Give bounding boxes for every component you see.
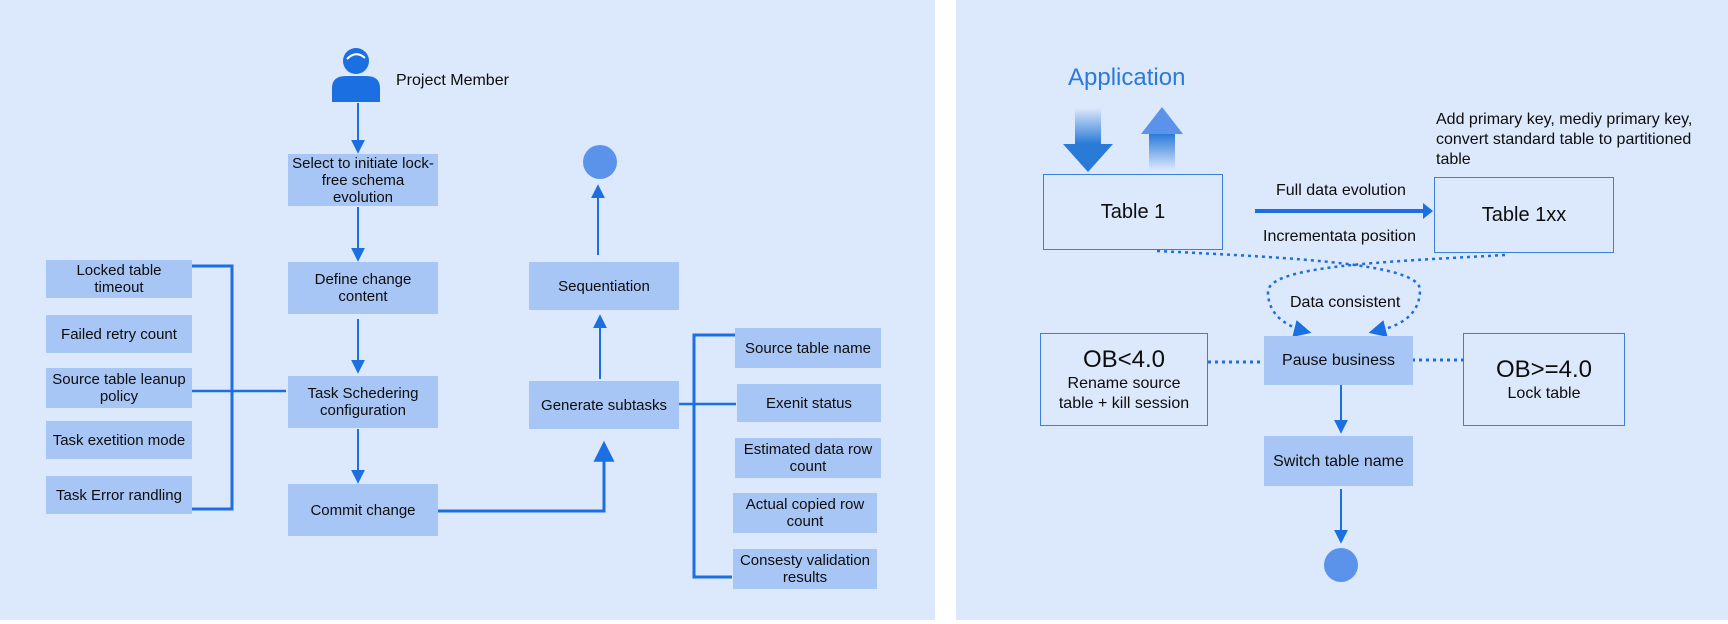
subtask-item: Source table name — [735, 328, 881, 368]
note-text: Add primary key, mediy primary key, conv… — [1436, 111, 1693, 168]
application-title: Application — [1068, 64, 1186, 91]
ob-lt-4-title: OB<4.0 — [1082, 345, 1166, 373]
flow-step-select: Select to initiate lock-free schema evol… — [288, 154, 438, 206]
user-icon — [330, 46, 382, 102]
ob-lt-4-box: OB<4.0 Rename source table + kill sessio… — [1040, 333, 1208, 426]
dotted-curve-right — [1156, 249, 1422, 338]
arrow-commit-to-generate — [438, 440, 615, 513]
end-node-left — [583, 145, 617, 179]
config-item: Locked table timeout — [46, 260, 192, 298]
flow-step-define: Define change content — [288, 262, 438, 314]
ob-ge-4-body: Lock table — [1507, 384, 1581, 402]
flow-step-task: Task Schedering configuration — [288, 376, 438, 428]
subtask-item: Actual copied row count — [733, 493, 877, 533]
full-data-label: Full data evolution — [1276, 182, 1406, 199]
table1-label: Table 1 — [1100, 200, 1166, 223]
generate-subtasks-box: Generate subtasks — [529, 381, 679, 429]
incremental-label: Incrementata position — [1263, 228, 1416, 245]
switch-table-box: Switch table name — [1264, 436, 1413, 486]
app-up-arrow-head — [1141, 107, 1183, 134]
pause-business-box: Pause business — [1264, 336, 1413, 385]
config-bracket — [192, 264, 234, 511]
ob-ge-4-box: OB>=4.0 Lock table — [1463, 333, 1625, 426]
table1xx-box: Table 1xx — [1434, 177, 1614, 253]
app-up-arrow-shaft — [1149, 134, 1175, 170]
table1-box: Table 1 — [1043, 174, 1223, 250]
config-item: Source table leanup policy — [46, 368, 192, 408]
ob-ge-4-title: OB>=4.0 — [1495, 355, 1593, 383]
actor-label: Project Member — [396, 72, 509, 89]
app-down-arrow-shaft — [1075, 108, 1101, 144]
config-item: Task Error randling — [46, 476, 192, 514]
config-item: Failed retry count — [46, 315, 192, 353]
subtask-item: Consesty validation results — [733, 549, 877, 589]
table1xx-label: Table 1xx — [1481, 203, 1567, 226]
data-consistent-label: Data consistent — [1290, 294, 1401, 311]
app-down-arrow-head — [1063, 144, 1113, 172]
ob-lt-4-body: Rename source table + kill session — [1058, 374, 1190, 412]
subtask-bracket — [692, 333, 735, 579]
end-node-right — [1324, 548, 1358, 582]
sequentiation-box: Sequentiation — [529, 262, 679, 310]
dotted-curve-left — [1266, 253, 1506, 338]
subtask-item: Estimated data row count — [735, 438, 881, 478]
config-item: Task exetition mode — [46, 421, 192, 459]
subtask-item: Exenit status — [737, 384, 881, 422]
flow-step-commit: Commit change — [288, 484, 438, 536]
